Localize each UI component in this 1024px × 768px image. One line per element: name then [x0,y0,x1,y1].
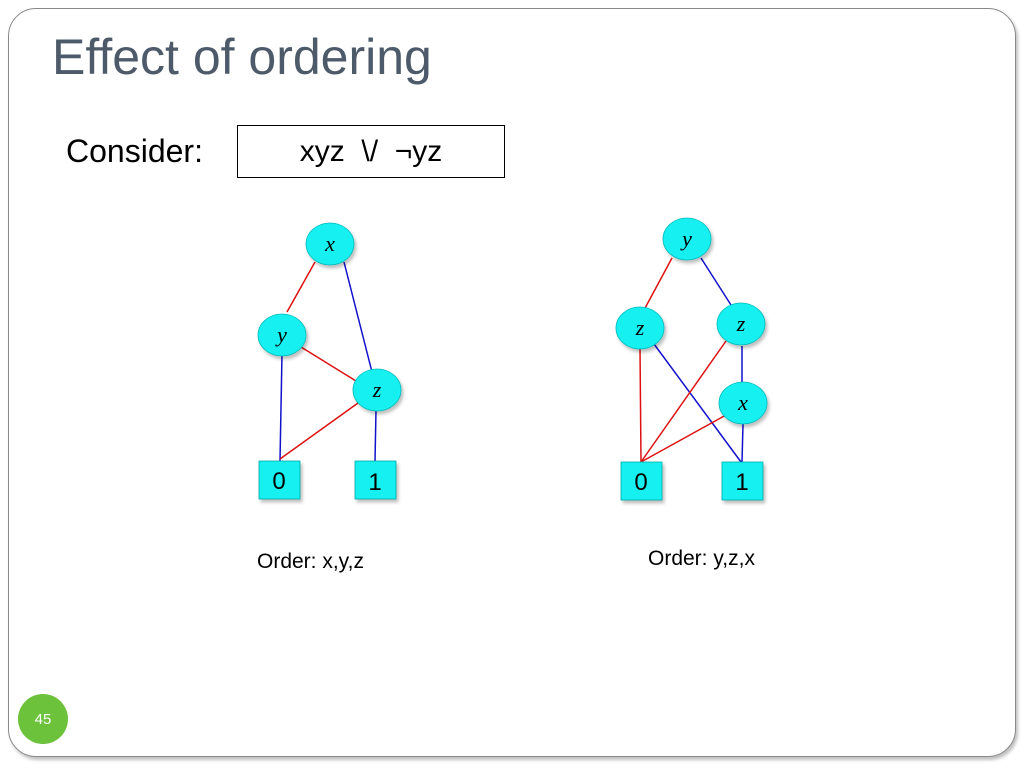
right-terminal-0-label: 0 [634,469,647,496]
left-edge-x-z-high [343,261,373,373]
left-terminal-1-label: 1 [368,469,381,496]
left-edge-z-0-low [279,402,359,460]
left-edge-z-1-high [374,409,377,462]
right-edge-y-zr-high [700,257,732,306]
right-node-z-right-label: z [736,311,746,336]
consider-label: Consider: [66,133,203,169]
right-node-x-label: x [737,390,748,415]
left-node-x-label: x [324,231,335,256]
right-terminal-1-label: 1 [735,469,748,496]
right-edge-zl-1-high [653,343,742,463]
slide-frame [8,8,1016,757]
right-edge-y-zl-low [643,257,673,311]
page-number-badge: 45 [18,694,68,744]
left-node-z: z [352,368,402,412]
right-order-caption: Order: y,z,x [648,547,755,570]
right-node-z-right: z [716,302,766,346]
right-terminal-0: 0 [620,461,663,501]
right-edge-zl-0-low [639,347,642,463]
slide-title: Effect of ordering [52,29,432,85]
right-terminal-1: 1 [721,461,764,501]
right-bdd: y z z x 0 1 [615,217,768,501]
left-node-y: y [257,313,307,357]
left-terminal-1: 1 [354,460,397,500]
right-edge-zr-0-low [640,340,727,463]
right-node-z-left-label: z [635,315,645,340]
right-node-z-left: z [615,306,665,350]
left-node-z-label: z [372,377,382,402]
left-terminal-0: 0 [258,460,301,500]
left-node-x: x [305,222,355,266]
right-node-y: y [662,217,712,261]
left-edge-y-z-low [300,346,357,382]
formula-box: xyz \/ ¬yz [237,125,505,178]
left-terminal-0-label: 0 [272,468,285,495]
left-bdd: x y z 0 1 [257,222,402,500]
right-edge-x-1-high [741,423,744,463]
right-edge-x-0-low [640,414,727,463]
right-node-x: x [718,381,768,425]
right-node-y-label: y [680,226,692,251]
left-node-y-label: y [275,322,287,347]
left-edge-x-y-low [286,261,316,313]
left-order-caption: Order: x,y,z [257,550,364,573]
left-edge-y-0-high [279,353,283,462]
